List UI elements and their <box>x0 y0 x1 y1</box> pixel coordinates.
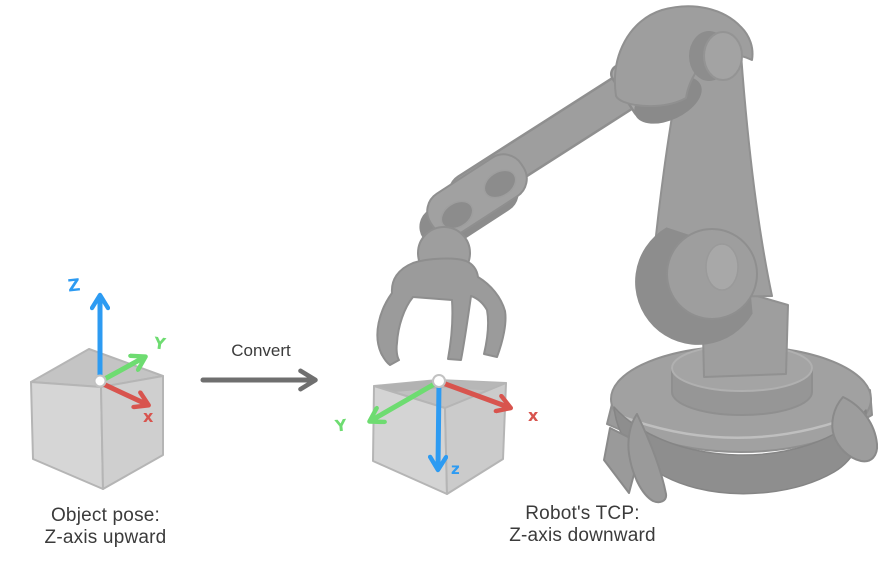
object-y-axis-arrow <box>98 358 143 384</box>
convert-label: Convert <box>231 341 291 360</box>
object-origin-dot <box>93 374 107 388</box>
tcp-z-axis-arrow <box>438 380 439 467</box>
elbow-cap <box>703 31 743 81</box>
base-foot-middle <box>627 413 668 504</box>
gripper-claw <box>376 257 507 366</box>
object-z-axis-label: Z <box>66 275 82 297</box>
base-foot-right <box>831 396 879 463</box>
object-x-axis-label: x <box>143 407 154 426</box>
tcp-y-axis-label: Y <box>334 415 348 436</box>
shoulder-hub <box>705 243 739 291</box>
tcp-x-axis-arrow <box>437 379 508 407</box>
wrist-joint-oval-2 <box>483 169 517 199</box>
tcp-cube-caption-line2: Z-axis downward <box>509 525 656 546</box>
object-cube-caption: Object pose: Z-axis upward <box>8 505 203 549</box>
object-cube-caption-line1: Object pose: <box>50 505 161 526</box>
object-cube-right-face <box>100 375 164 490</box>
tcp-cube-top-shadow-left <box>374 380 443 393</box>
object-cube-caption-line2: Z-axis upward <box>44 527 167 548</box>
shoulder-crescent <box>635 227 753 345</box>
tcp-origin-dot <box>432 374 446 388</box>
robot-arm-illustration <box>376 5 879 504</box>
tcp-y-axis-arrow <box>372 379 441 420</box>
axes <box>95 298 509 467</box>
object-cube-left-face <box>30 381 104 490</box>
tcp-x-axis-label: x <box>528 406 539 425</box>
tcp-cube-caption-line1: Robot's TCP: <box>525 503 640 524</box>
object-y-axis-label: Y <box>152 333 167 354</box>
tcp-z-axis-label: z <box>451 460 460 478</box>
wrist-joint-oval-1 <box>440 200 474 230</box>
tcp-cube-caption: Robot's TCP: Z-axis downward <box>480 503 685 547</box>
object-x-axis-arrow <box>98 380 146 404</box>
